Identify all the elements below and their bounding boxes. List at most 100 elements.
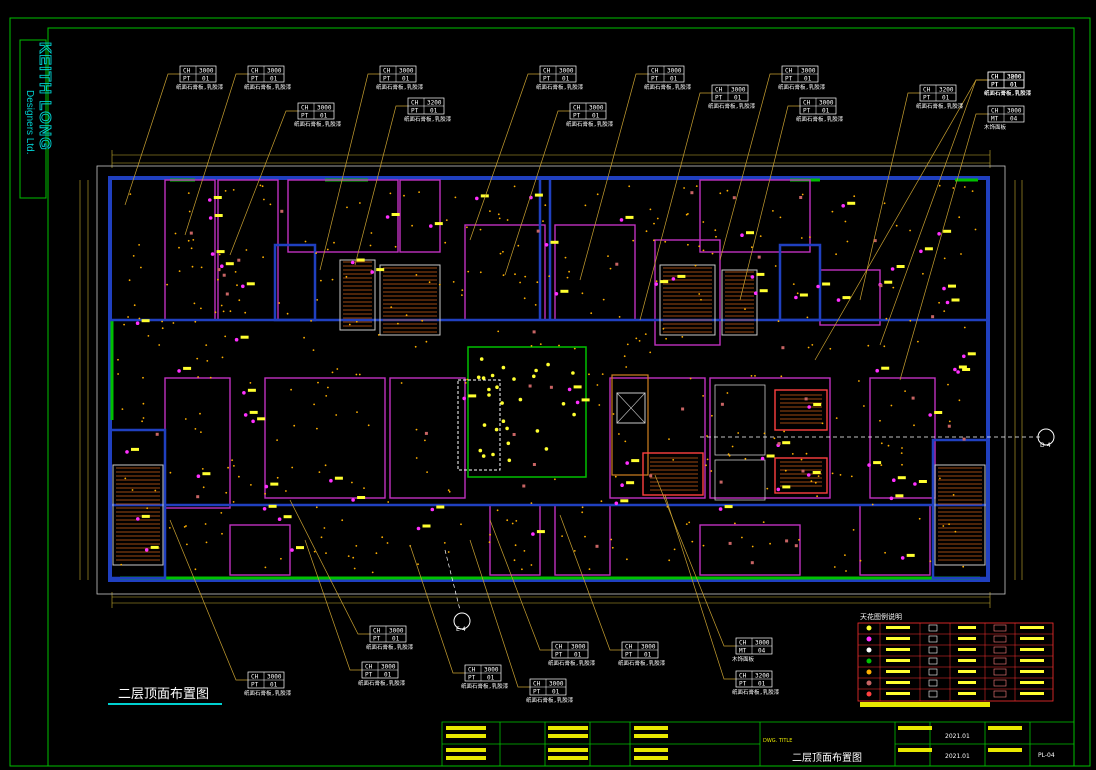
ceiling-tag-finish: PT (991, 82, 999, 89)
ceiling-tag-finish: PT (183, 76, 191, 83)
ceiling-tag-height: 3000 (1007, 108, 1022, 115)
ceiling-tag-prefix: CH (651, 68, 659, 75)
ceiling-tag-prefix: CH (543, 68, 551, 75)
ceiling-tag-finish: PT (468, 675, 476, 682)
ceiling-tag-note: 纸面石膏板,乳胶漆 (984, 89, 1032, 97)
legend: 天花图例说明 (857, 612, 1054, 707)
ceiling-tag-prefix: CH (383, 68, 391, 75)
ceiling-tag-prefix: CH (785, 68, 793, 75)
ceiling-tag-prefix: CH (251, 674, 259, 681)
ceiling-tag-height: 3000 (267, 68, 282, 75)
ceiling-tag-note: 纸面石膏板,乳胶漆 (796, 115, 844, 123)
dimension-bottom (111, 592, 991, 608)
ceiling-tag-note: 纸面石膏板,乳胶漆 (548, 659, 596, 667)
section-marker-right: D-4 (1037, 428, 1055, 449)
ceiling-tag-code: 01 (562, 76, 570, 83)
logo-brand: KEITH LONG (36, 42, 53, 151)
ceiling-tag-finish: PT (543, 76, 551, 83)
ceiling-tag-prefix: CH (991, 74, 999, 81)
ceiling-tag-code: 01 (487, 675, 495, 682)
ceiling-tag-code: 01 (1010, 82, 1018, 89)
ceiling-tag-note: 纸面石膏板,乳胶漆 (461, 682, 509, 690)
ceiling-tag-height: 3000 (1007, 74, 1022, 81)
ceiling-tag-height: 3000 (589, 105, 604, 112)
elevator (616, 392, 646, 424)
ceiling-tag-height: 3000 (381, 664, 396, 671)
ceiling-tag-prefix: CH (373, 628, 381, 635)
ceiling-tag-note: 纸面石膏板,乳胶漆 (176, 83, 224, 91)
ceiling-tag-prefix: CH (991, 74, 999, 81)
ceiling-tag-code: 01 (270, 682, 278, 689)
ceiling-tag-prefix: CH (533, 681, 541, 688)
ceiling-tag-note: 纸面石膏板,乳胶漆 (244, 83, 292, 91)
ceiling-tag-height: 3200 (939, 87, 954, 94)
ceiling-tag-finish: PT (411, 108, 419, 115)
ceiling-tag-finish: PT (555, 652, 563, 659)
ceiling-tag-code: 01 (384, 672, 392, 679)
ceiling-tag-prefix: CH (715, 87, 723, 94)
ceiling-tag-prefix: CH (739, 640, 747, 647)
ceiling-tag-finish: PT (923, 95, 931, 102)
ceiling-tag-height: 3000 (199, 68, 214, 75)
ceiling-tag-note: 纸面石膏板,乳胶漆 (984, 89, 1032, 97)
title-block-drawing-title: 二层顶面布置图 (792, 752, 862, 764)
logo-sub: Designers Ltd. (24, 90, 35, 154)
ceiling-tag-code: 01 (320, 113, 328, 120)
ceiling-tag-finish: PT (625, 652, 633, 659)
structure (108, 180, 990, 580)
ceiling-tag-height: 3000 (641, 644, 656, 651)
ceiling-tag-code: 01 (942, 95, 950, 102)
ceiling-tag-finish: PT (301, 113, 309, 120)
title-block (441, 721, 1075, 767)
ceiling-tag-note: 纸面石膏板,乳胶漆 (778, 83, 826, 91)
stairs (112, 259, 986, 566)
ceiling-tag-note: 纸面石膏板,乳胶漆 (732, 688, 780, 696)
ceiling-tag-code: 01 (1010, 82, 1018, 89)
ceiling-tag-note: 木饰面板 (732, 655, 755, 663)
ceiling-tag-note: 纸面石膏板,乳胶漆 (366, 643, 414, 651)
ceiling-tag-height: 3000 (731, 87, 746, 94)
ceiling-tag-finish: PT (785, 76, 793, 83)
dimension-top (111, 150, 991, 168)
dwg-title-label: DWG. TITLE (763, 738, 792, 744)
ceiling-tag-height: 3000 (801, 68, 816, 75)
ceiling-tag-height: 3000 (267, 674, 282, 681)
lobby-orange (611, 374, 649, 476)
ceiling-tag-height: 3000 (571, 644, 586, 651)
ceiling-tag-prefix: CH (555, 644, 563, 651)
ceiling-tag-finish: PT (383, 76, 391, 83)
title-block-labels (446, 726, 1022, 760)
title-block-sheet-no: PL-04 (1038, 752, 1055, 759)
legend-title: 天花图例说明 (860, 612, 902, 621)
ceiling-tag-note: 纸面石膏板,乳胶漆 (294, 120, 342, 128)
ceiling-tag-note: 纸面石膏板,乳胶漆 (566, 120, 614, 128)
section-label-bottom: E-4 (456, 626, 466, 633)
ceiling-tag-note: 纸面石膏板,乳胶漆 (358, 679, 406, 687)
logo: KEITH LONG Designers Ltd. (19, 39, 53, 199)
ceiling-tag-code: 01 (644, 652, 652, 659)
ceiling-tag-prefix: CH (411, 100, 419, 107)
ceiling-tag-prefix: CH (573, 105, 581, 112)
light-fixtures (117, 184, 977, 574)
ceiling-tag-prefix: CH (301, 105, 309, 112)
ceiling-tag-height: 3000 (819, 100, 834, 107)
ceiling-tag-note: 纸面石膏板,乳胶漆 (404, 115, 452, 123)
leader-lines (124, 73, 988, 688)
ceiling-tag-code: 01 (270, 76, 278, 83)
ceiling-tag-height: 3200 (1007, 74, 1022, 81)
atrium (467, 346, 587, 478)
section-line-bottom (444, 549, 461, 611)
ceiling-tag-finish: MT (991, 116, 999, 123)
